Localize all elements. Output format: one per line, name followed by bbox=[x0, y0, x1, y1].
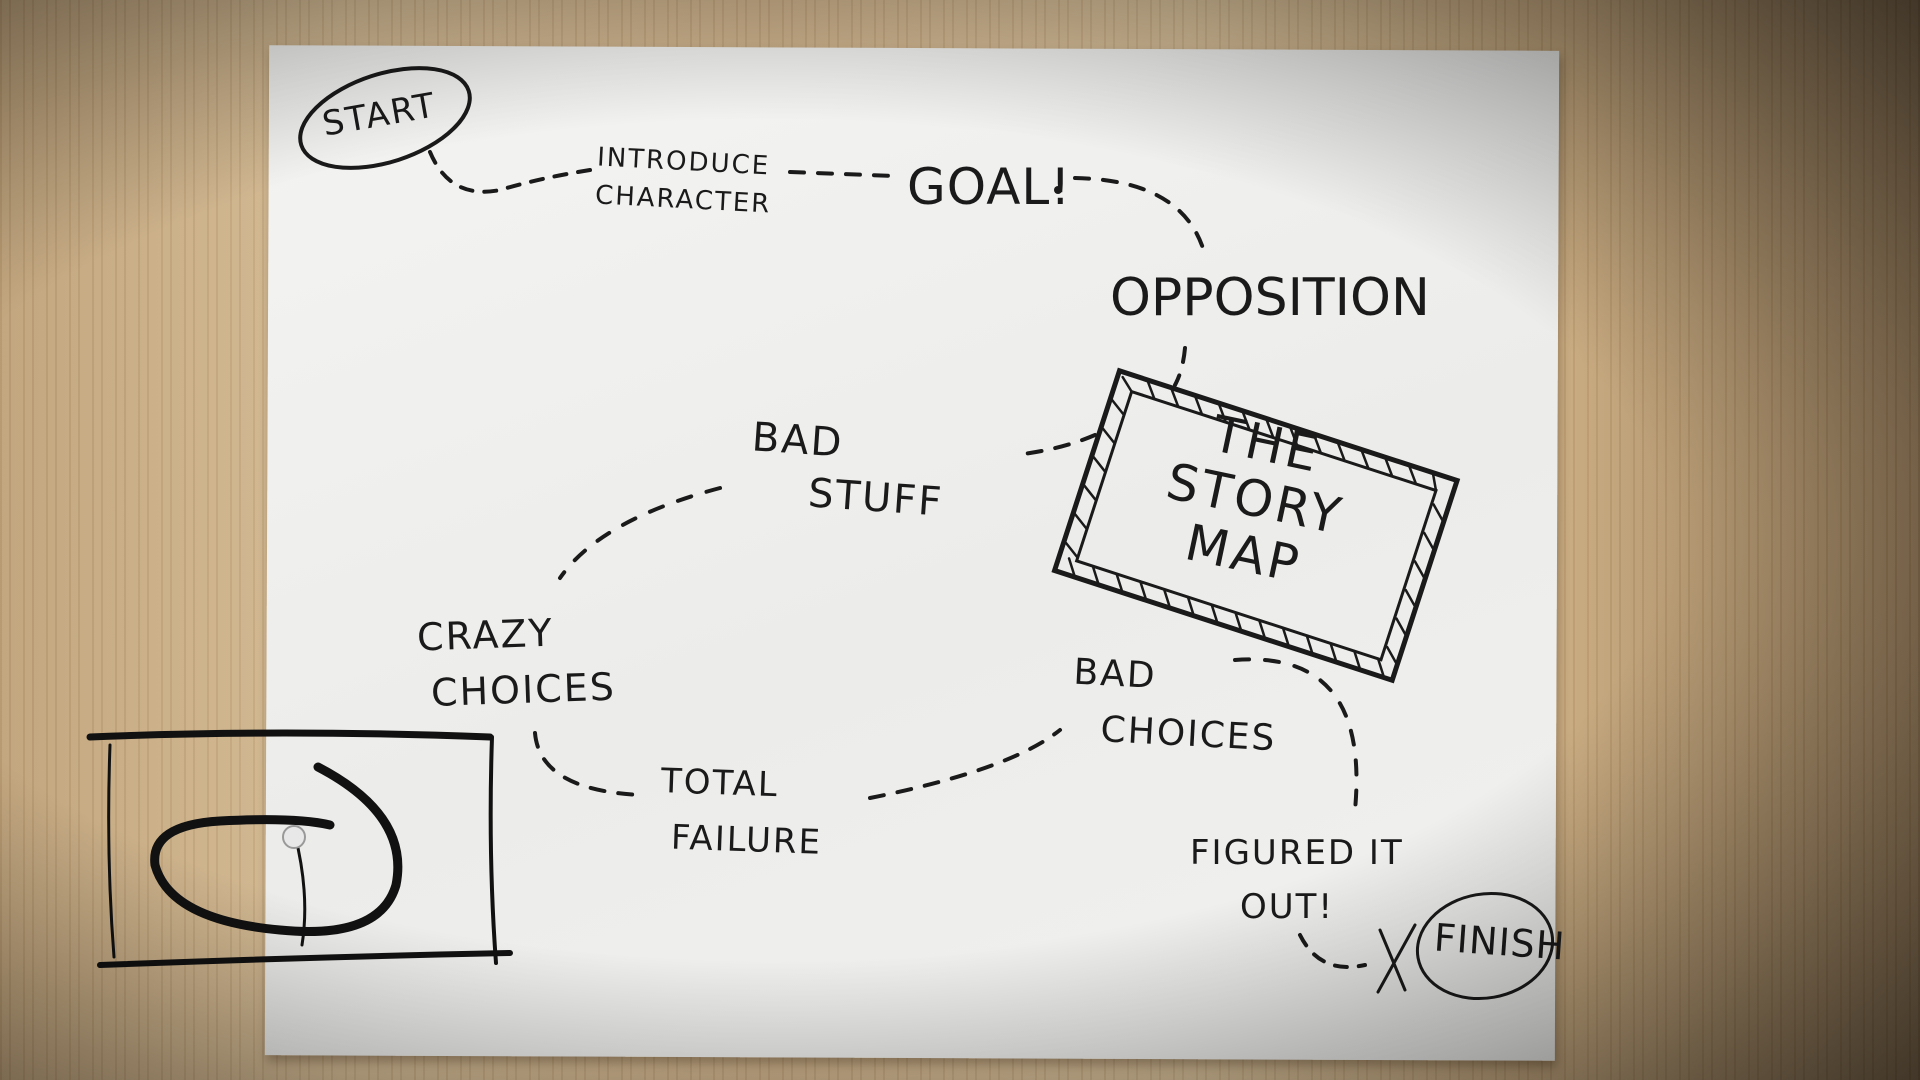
path-introduce-goal bbox=[788, 170, 897, 178]
path-map-badstuff bbox=[1013, 433, 1097, 457]
path-goal-opposition bbox=[1073, 176, 1207, 257]
figured-it-out-label: FIGURED IT OUT! bbox=[1190, 826, 1404, 934]
finish-x-mark bbox=[1376, 923, 1417, 994]
path-total-badchoices bbox=[868, 728, 1062, 800]
finish-label: FINISH bbox=[1432, 915, 1567, 969]
path-figured-finish bbox=[1298, 933, 1367, 969]
bad-stuff-line2: STUFF bbox=[806, 470, 945, 526]
total-line1: TOTAL bbox=[660, 761, 780, 806]
bad-choices-label: BAD CHOICES bbox=[1069, 645, 1280, 768]
total-line2: FAILURE bbox=[670, 817, 823, 863]
bad-choices-line2: CHOICES bbox=[1099, 709, 1278, 760]
bad-stuff-label: BAD STUFF bbox=[747, 411, 949, 528]
crazy-choices-label: CRAZY CHOICES bbox=[416, 603, 617, 722]
opposition-label: OPPOSITION bbox=[1110, 268, 1430, 328]
bad-stuff-line1: BAD bbox=[750, 414, 846, 467]
total-failure-label: TOTAL FAILURE bbox=[658, 753, 825, 871]
path-badstuff-crazy bbox=[558, 486, 722, 580]
logo-mark-icon bbox=[86, 729, 513, 968]
figured-line1: FIGURED IT bbox=[1190, 833, 1404, 873]
crazy-line2: CHOICES bbox=[430, 664, 617, 715]
path-crazy-total bbox=[533, 731, 642, 797]
introduce-character-label: INTRODUCE CHARACTER bbox=[594, 138, 774, 223]
goal-label: GOAL! bbox=[907, 158, 1072, 216]
path-opposition-map bbox=[1173, 346, 1187, 387]
path-start-introduce bbox=[428, 150, 592, 194]
figured-line2: OUT! bbox=[1240, 887, 1335, 927]
crazy-line1: CRAZY bbox=[416, 610, 555, 660]
bad-choices-line1: BAD bbox=[1072, 651, 1158, 697]
